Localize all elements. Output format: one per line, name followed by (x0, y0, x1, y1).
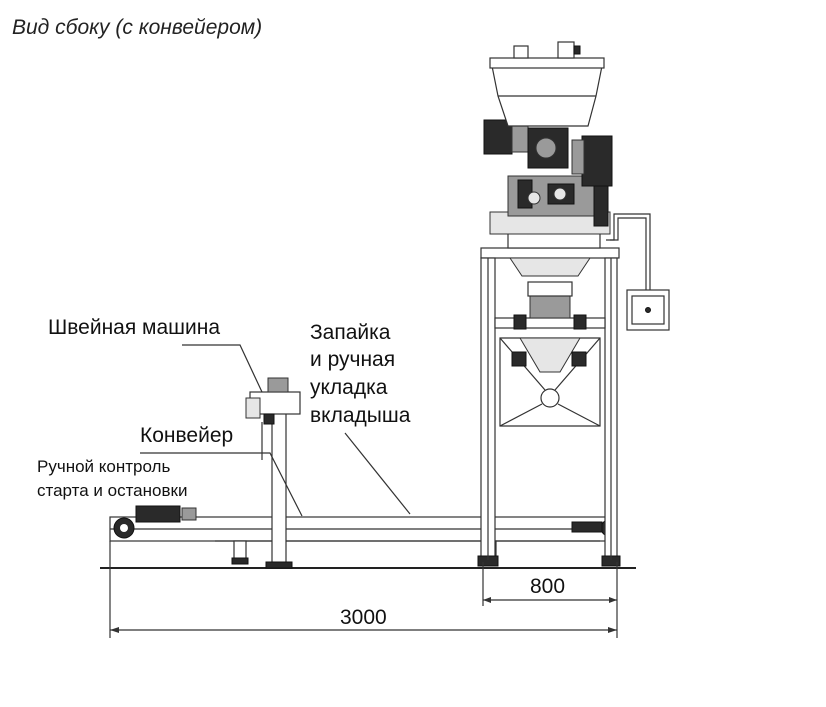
dimension-800-value: 800 (530, 575, 565, 598)
label-conveyor: Конвейер (140, 424, 233, 447)
control-panel (606, 213, 670, 331)
label-sealing-line2: и ручная (310, 348, 395, 371)
conveyor (109, 505, 618, 565)
label-manual-control-line2: старта и остановки (37, 481, 187, 500)
diagram-title: Вид сбоку (с конвейером) (12, 16, 263, 39)
label-sealing-line1: Запайка (310, 321, 391, 344)
dimension-800: 800 (482, 562, 618, 606)
label-sealing-line3: укладка (310, 376, 388, 399)
leader-sealing (344, 432, 411, 515)
feeder-head (483, 41, 613, 277)
label-sewing-machine: Швейная машина (48, 316, 220, 339)
main-frame (477, 247, 621, 567)
dimension-3000: 3000 (109, 541, 618, 638)
dimension-3000-value: 3000 (340, 606, 387, 629)
label-manual-control-line1: Ручной контроль (37, 457, 170, 476)
conveyor-motor (135, 505, 181, 523)
label-sealing-line4: вкладыша (310, 404, 411, 427)
leader-sewing-machine (182, 344, 263, 393)
bag-clamp-unit (494, 281, 606, 427)
sewing-machine (245, 377, 301, 569)
leader-conveyor (140, 452, 303, 517)
